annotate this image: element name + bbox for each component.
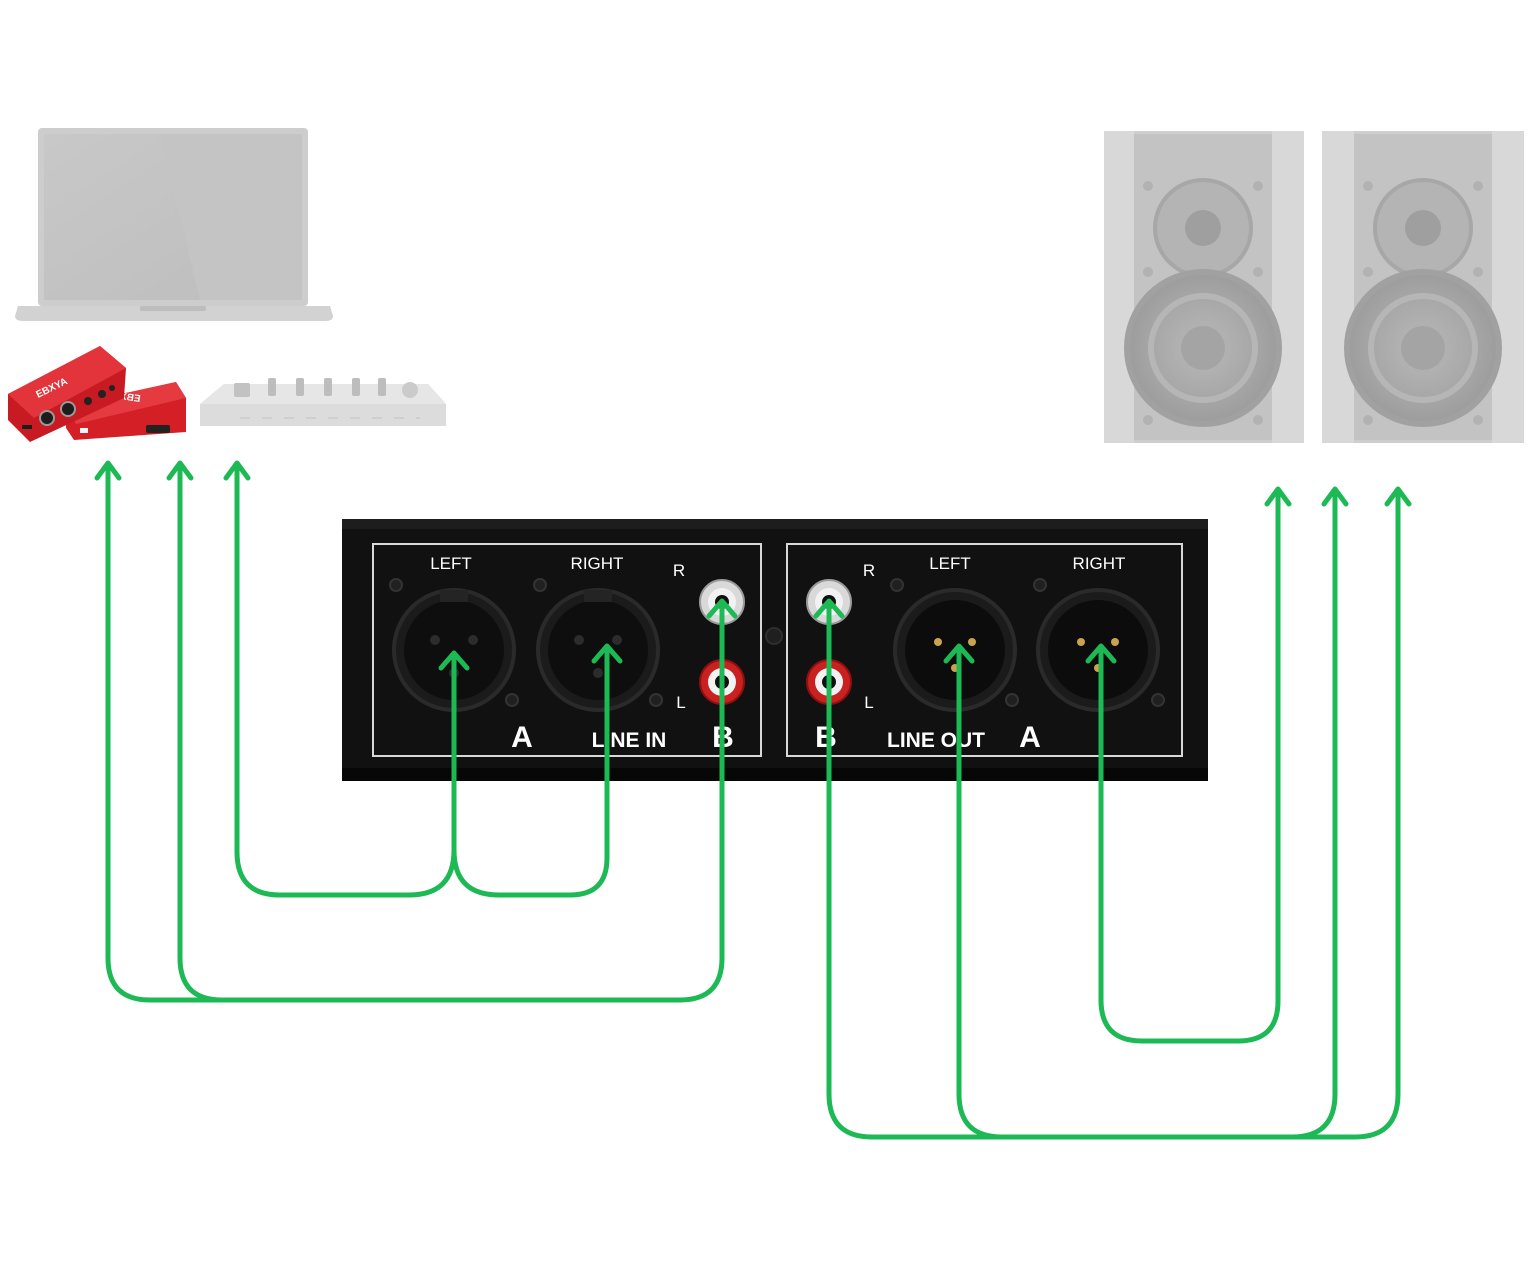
arrow-head-icon — [1085, 643, 1117, 664]
xlr-input-right-jack[interactable] — [533, 578, 663, 712]
laptop-icon — [15, 128, 333, 321]
arrow-head-icon — [1264, 486, 1292, 507]
line-in-title: LINE IN — [592, 729, 667, 752]
output-a-label: A — [1019, 721, 1041, 754]
output-b-label: B — [815, 721, 837, 754]
switch-box-panel: LEFT RIGHT R L A LINE IN B R L LEFT RIGH… — [342, 519, 1208, 781]
arrow-head-icon — [706, 598, 738, 619]
arrow-head-icon — [166, 460, 194, 481]
input-rca-r-label: R — [673, 561, 685, 580]
wire-xlr-a-input-right-branch — [451, 645, 610, 898]
mixer-icon — [200, 378, 446, 426]
arrow-head-icon — [943, 643, 975, 664]
arrow-head-icon — [591, 643, 623, 664]
wire-rca-b-input — [177, 463, 725, 1003]
wire-rca-b-output — [826, 489, 1401, 1140]
audio-interface-icon: EBXYA EBXYA — [8, 346, 186, 442]
arrow-head-icon — [438, 650, 470, 671]
arrow-head-icon — [813, 598, 845, 619]
input-a-label: A — [511, 721, 533, 754]
input-left-label: LEFT — [430, 554, 472, 573]
input-rca-l-label: L — [676, 693, 685, 712]
connection-wires — [94, 460, 1412, 1140]
line-in-frame — [372, 543, 762, 757]
wire-xlr-a-output-right — [1098, 489, 1281, 1044]
left-speaker-icon — [1104, 131, 1304, 443]
arrow-head-icon — [1384, 486, 1412, 507]
arrow-head-icon — [1321, 486, 1349, 507]
output-rca-r-label: R — [863, 561, 875, 580]
wire-xlr-a-input — [234, 463, 457, 898]
output-rca-l-label: L — [864, 693, 873, 712]
screw-icon — [765, 627, 783, 645]
output-left-label: LEFT — [929, 554, 971, 573]
arrow-head-icon — [94, 460, 122, 481]
input-right-label: RIGHT — [571, 554, 624, 573]
line-out-title: LINE OUT — [887, 729, 985, 752]
wire-rca-b-input-branch — [105, 463, 225, 1003]
line-out-frame — [786, 543, 1183, 757]
right-speaker-icon — [1322, 131, 1524, 443]
arrow-head-icon — [223, 460, 251, 481]
output-right-label: RIGHT — [1073, 554, 1126, 573]
